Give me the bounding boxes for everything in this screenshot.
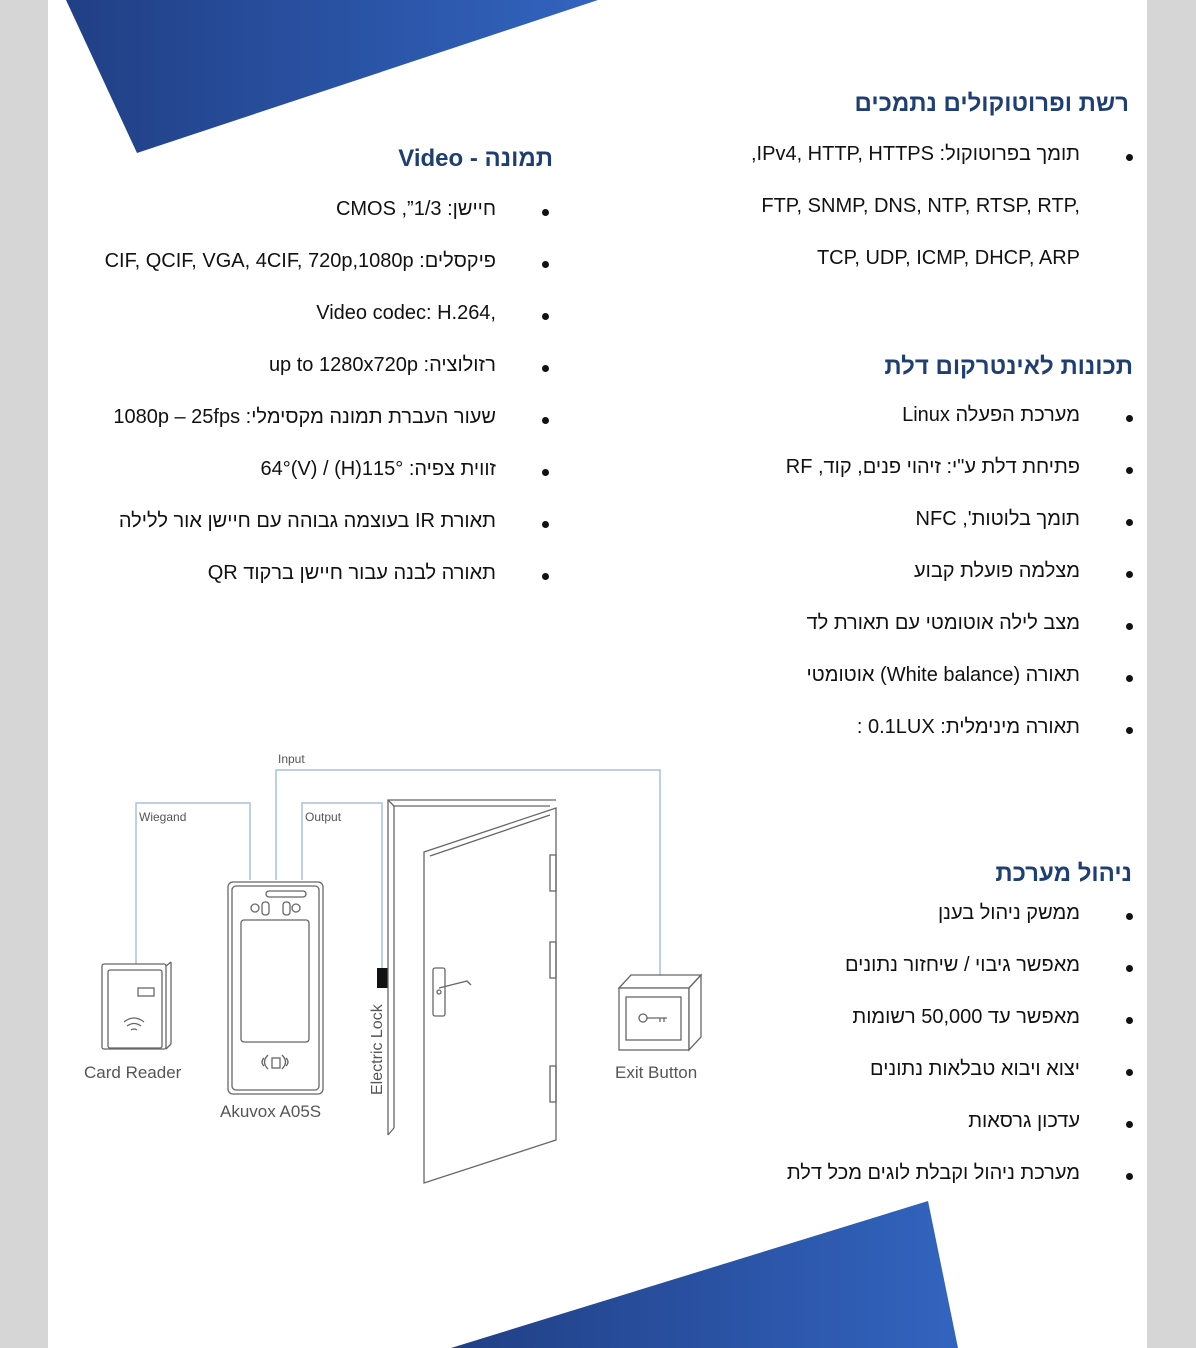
exit-button (617, 973, 703, 1052)
bullet (542, 313, 549, 320)
bullet (1126, 675, 1133, 682)
list-item: מצלמה פועלת קבוע (913, 560, 1080, 582)
bullet (1126, 913, 1133, 920)
list-item: תאורת IR בעוצמה גבוהה עם חיישן אור ללילה (118, 510, 496, 532)
bullet (1126, 571, 1133, 578)
bullet (542, 417, 549, 424)
bullet (1126, 623, 1133, 630)
device-label: Akuvox A05S (220, 1102, 321, 1121)
list-item: מערכת הפעלה Linux (902, 404, 1080, 426)
list-item: תאורה (White balance) אוטומטי (806, 664, 1080, 686)
list-item: ממשק ניהול בענן (937, 902, 1080, 924)
door (387, 799, 557, 1184)
corner-decoration (66, 0, 958, 1348)
wiegand-label: Wiegand (139, 810, 186, 824)
network-line-1: תומך בפרוטוקול: IPv4, HTTP, HTTPS, (750, 143, 1080, 165)
list-item: פתיחת דלת ע"י: זיהוי פנים, קוד, RF (785, 456, 1080, 478)
bullet (1126, 519, 1133, 526)
bullet (1126, 1121, 1133, 1128)
video-heading: תמונה - Video (398, 145, 553, 172)
network-line-3: TCP, UDP, ICMP, DHCP, ARP (816, 247, 1080, 269)
bullet (542, 261, 549, 268)
list-item: עדכון גרסאות (968, 1110, 1080, 1132)
management-heading: ניהול מערכת (995, 860, 1132, 887)
output-label: Output (305, 810, 342, 824)
bullet (1126, 415, 1133, 422)
wires (135, 769, 661, 975)
bottom-triangle (451, 1201, 958, 1348)
card-reader (101, 961, 172, 1050)
list-item: שעור העברת תמונה מקסימלי: 1080p – 25fps (113, 406, 496, 428)
bullet (542, 469, 549, 476)
network-line-2: FTP, SNMP, DNS, NTP, RTSP, RTP, (761, 195, 1080, 217)
bullet (1126, 1017, 1133, 1024)
output-wire (301, 802, 383, 968)
wiegand-wire (135, 802, 251, 965)
list-item: חיישן: 1/3”, CMOS (335, 198, 496, 220)
document-page: רשת ופרוטוקולים נתמכים תומך בפרוטוקול: I… (48, 0, 1147, 1348)
bullet (542, 521, 549, 528)
list-item: זווית צפיה: 115°(H) / 64°(V) (260, 458, 496, 480)
list-item: Video codec: H.264, (316, 302, 496, 324)
list-item: מאפשר גיבוי / שיחזור נתונים (844, 954, 1080, 976)
bullet (1126, 1173, 1133, 1180)
exit-button-label: Exit Button (615, 1063, 697, 1082)
list-item: תומך בלוטות', NFC (915, 508, 1080, 530)
bullet (1126, 1069, 1133, 1076)
akuvox-device (227, 881, 324, 1095)
list-item: יצוא ויבוא טבלאות נתונים (870, 1058, 1080, 1080)
list-item: תאורה לבנה עבור חיישן ברקוד QR (207, 562, 496, 584)
network-heading: רשת ופרוטוקולים נתמכים (854, 90, 1129, 117)
bullet (1126, 965, 1133, 972)
wiring-diagram: Input Wiegand Output Card Reader (84, 752, 703, 1184)
input-wire (275, 769, 661, 975)
bullet (542, 209, 549, 216)
bullet (542, 365, 549, 372)
bullet (1126, 154, 1133, 161)
list-item: מערכת ניהול וקבלת לוגים מכל דלת (786, 1162, 1080, 1184)
lock-label: Electric Lock (369, 1003, 386, 1095)
input-label: Input (278, 752, 305, 766)
electric-lock (377, 968, 388, 988)
top-left-triangle (66, 0, 598, 153)
intercom-heading: תכונות לאינטרקום דלת (884, 353, 1133, 380)
bullet (1126, 467, 1133, 474)
card-reader-label: Card Reader (84, 1063, 182, 1082)
list-item: רזולוציה: up to 1280x720p (268, 354, 496, 376)
list-item: מצב לילה אוטומטי עם תאורת לד (806, 612, 1080, 634)
bullet (1126, 727, 1133, 734)
list-item: פיקסלים: CIF, QCIF, VGA, 4CIF, 720p,1080… (104, 250, 496, 272)
list-item: תאורה מינימלית: 0.1LUX : (856, 716, 1080, 738)
bullet (542, 573, 549, 580)
list-item: מאפשר עד 50,000 רשומות (852, 1006, 1080, 1028)
